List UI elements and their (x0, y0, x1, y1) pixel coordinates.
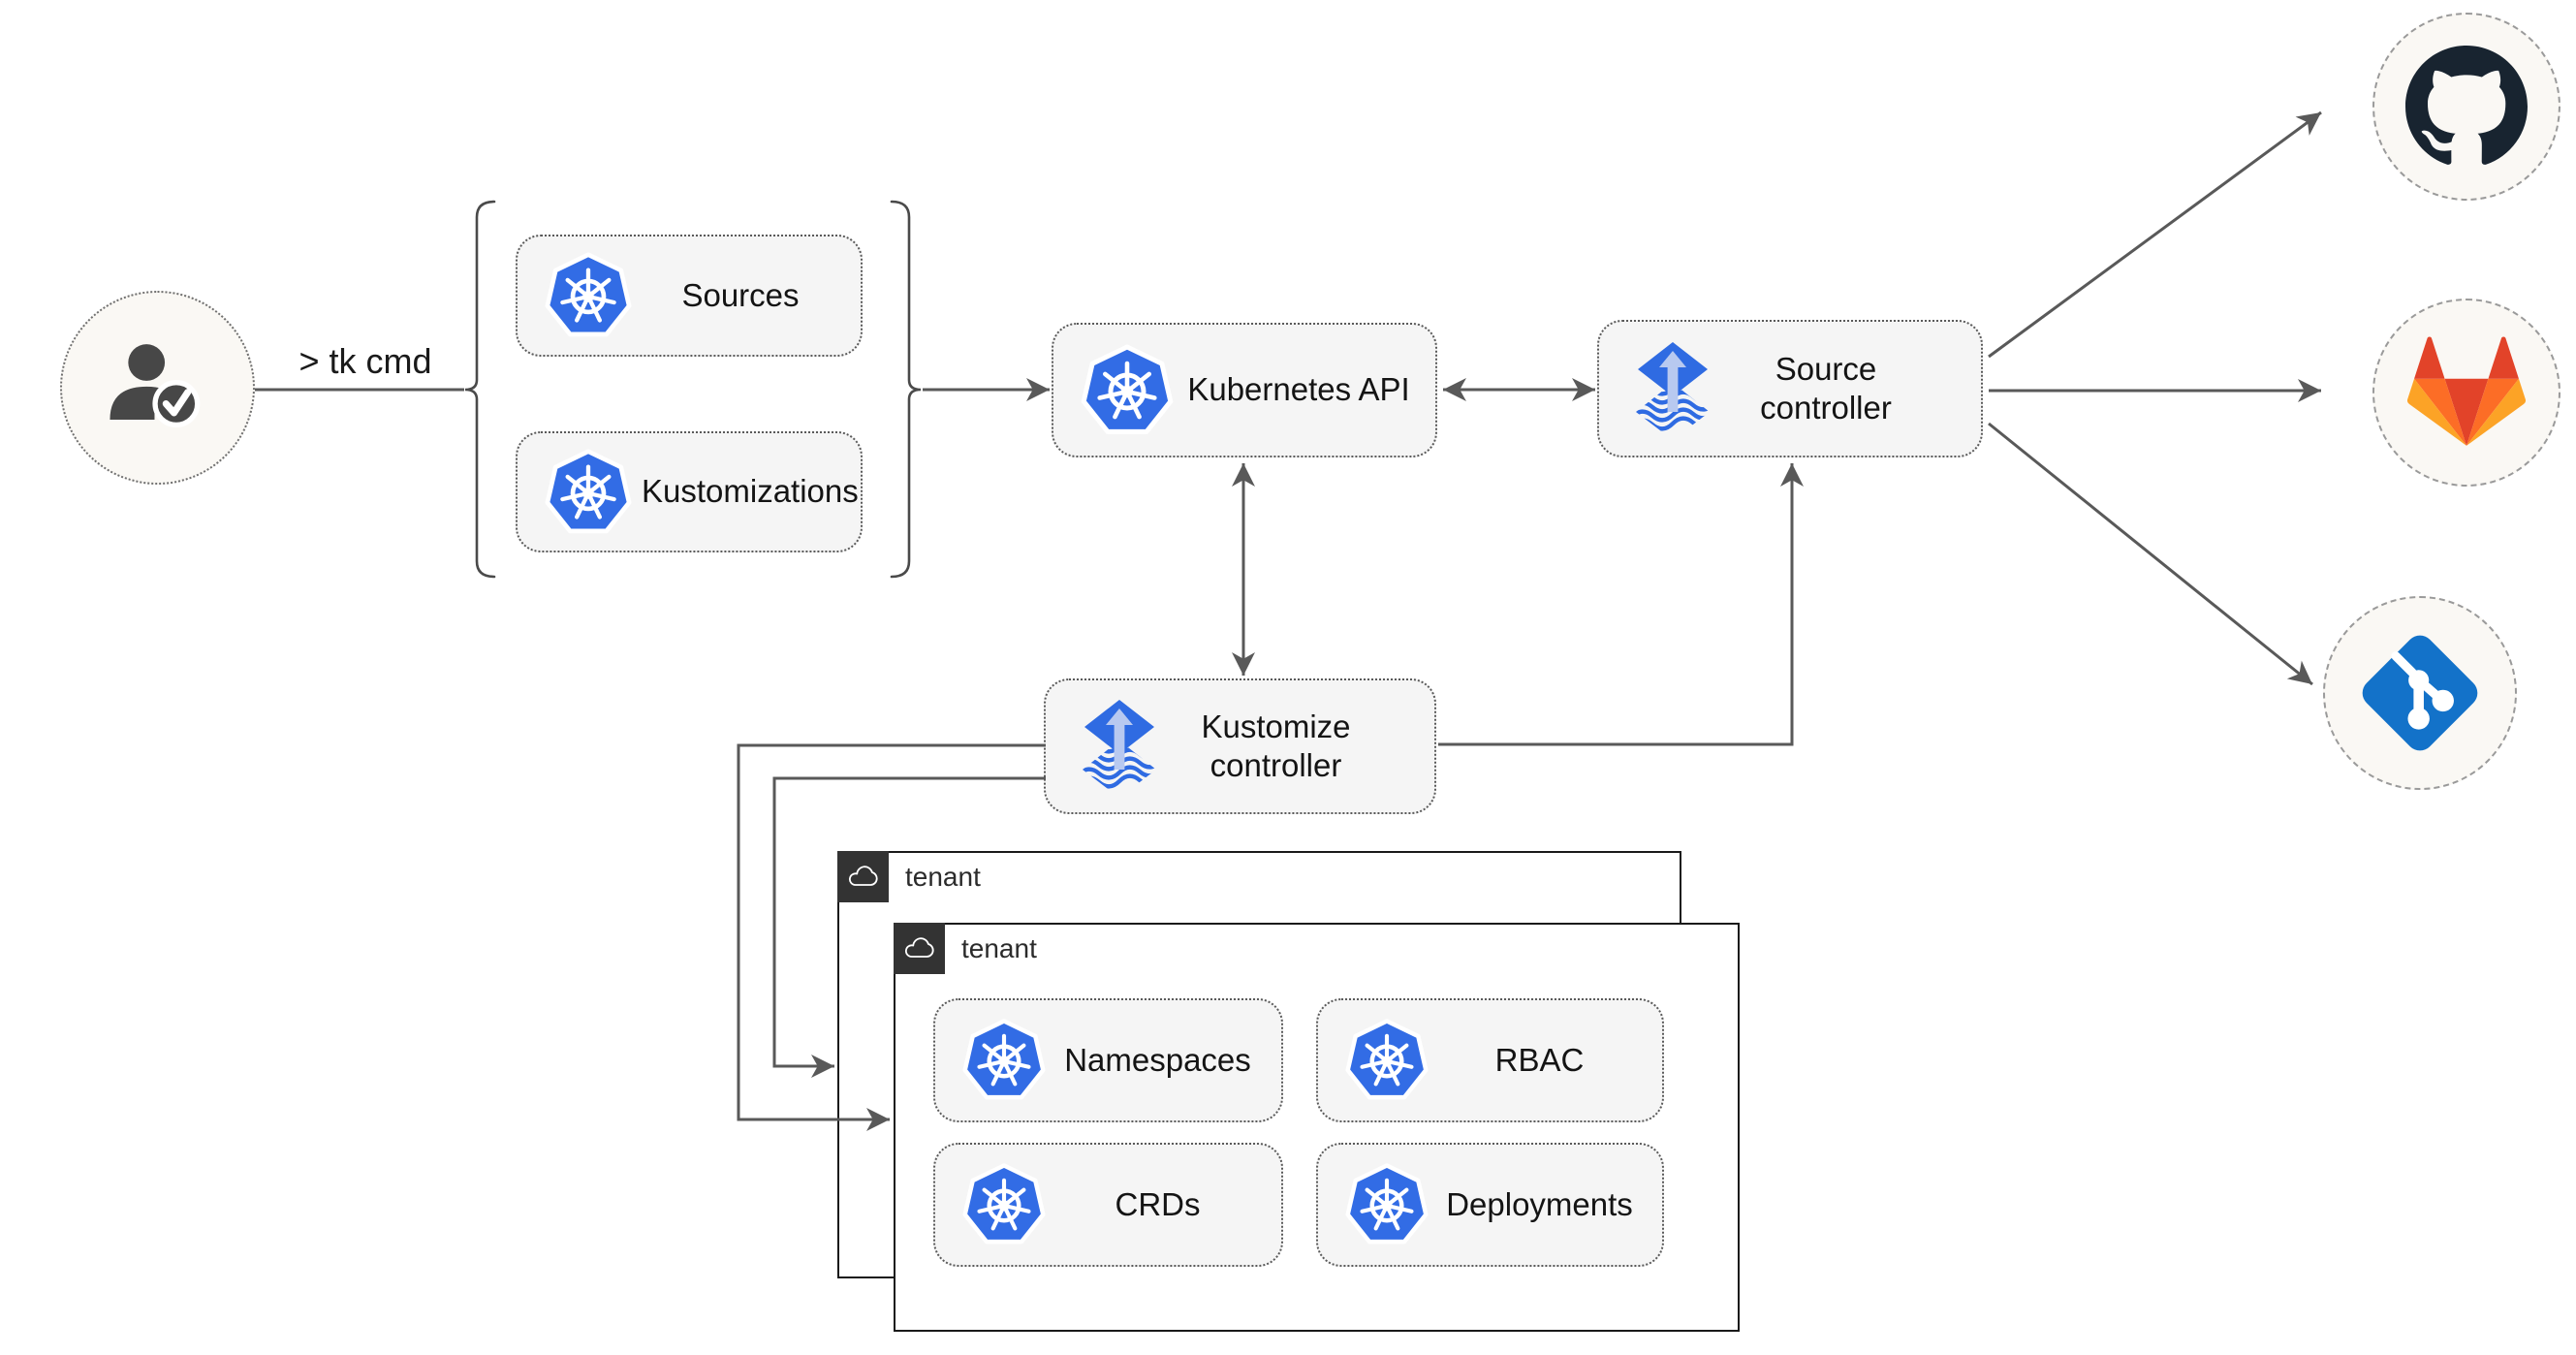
node-kustomizations: Kustomizations (516, 431, 863, 552)
left-brace (464, 200, 496, 579)
node-sources: Sources (516, 235, 863, 357)
tenant-front-header (893, 922, 945, 974)
git-icon (2356, 629, 2484, 757)
node-kustomize-controller-label: Kustomize controller (1201, 708, 1351, 783)
edge-sourcectrl-to-github (1988, 110, 2322, 359)
gitlab-icon (2407, 333, 2526, 452)
user-actor (60, 291, 255, 485)
tk-cmd-label: > tk cmd (298, 341, 432, 381)
node-crds-label: CRDs (1115, 1185, 1201, 1222)
tenant-back-label: tenant (905, 862, 981, 892)
node-kustomize-controller: Kustomize controller (1044, 678, 1436, 814)
kubernetes-icon (543, 447, 634, 538)
kubernetes-icon (1343, 1161, 1430, 1248)
github-icon (2405, 46, 2528, 168)
node-source-controller: Source controller (1597, 320, 1983, 457)
node-source-controller-label: Source controller (1760, 350, 1892, 425)
edge-sourcectrl-to-git (1988, 422, 2313, 686)
node-kustomizations-label: Kustomizations (642, 473, 859, 510)
kubernetes-icon (543, 250, 634, 341)
node-kubernetes-api-label: Kubernetes API (1187, 371, 1410, 408)
tenant-back-header (836, 850, 889, 902)
cloud-icon (902, 935, 935, 961)
kubernetes-icon (1343, 1017, 1430, 1104)
tenant-box-front: tenant (893, 922, 1740, 1332)
kubernetes-icon (960, 1161, 1048, 1248)
flux-icon (1624, 340, 1721, 437)
provider-github (2372, 13, 2560, 201)
provider-gitlab (2372, 299, 2560, 487)
provider-git (2323, 596, 2517, 790)
node-rbac-label: RBAC (1494, 1041, 1585, 1078)
node-deployments-label: Deployments (1446, 1185, 1633, 1222)
node-rbac: RBAC (1316, 998, 1664, 1122)
tenant-front-label: tenant (961, 933, 1037, 963)
node-deployments: Deployments (1316, 1143, 1664, 1267)
edge-kustomizectrl-to-sourcectrl (1438, 463, 1804, 746)
node-crds: CRDs (933, 1143, 1283, 1267)
user-check-icon (101, 331, 215, 445)
node-namespaces-label: Namespaces (1064, 1041, 1251, 1078)
node-namespaces: Namespaces (933, 998, 1283, 1122)
kubernetes-icon (960, 1017, 1048, 1104)
flux-icon (1071, 698, 1168, 795)
kubernetes-icon (1079, 342, 1176, 439)
node-kubernetes-api: Kubernetes API (1052, 323, 1437, 457)
cloud-icon (846, 864, 879, 889)
right-brace (890, 200, 922, 579)
node-sources-label: Sources (681, 276, 800, 313)
